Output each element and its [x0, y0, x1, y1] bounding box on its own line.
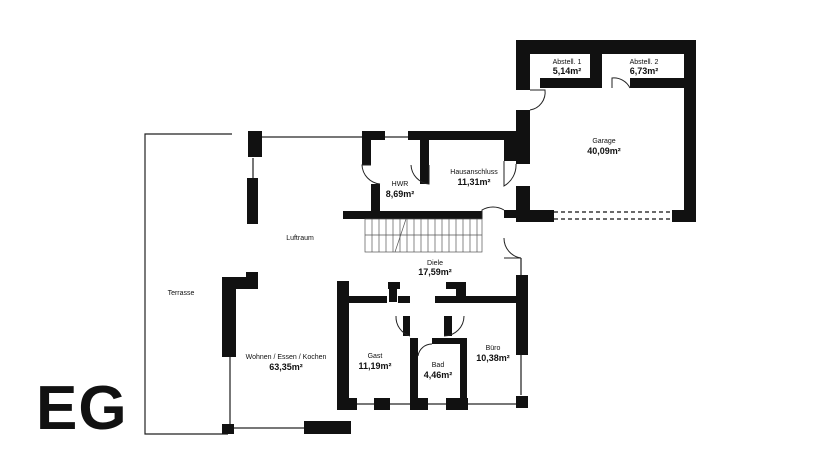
room-area-hausanschluss: 11,31m²	[457, 177, 490, 187]
room-area-bad: 4,46m²	[424, 370, 453, 380]
staircase	[364, 218, 483, 253]
room-name-garage: Garage	[592, 138, 615, 145]
room-name-bad: Bad	[432, 362, 445, 369]
floor-level-label: EG	[36, 374, 128, 443]
room-area-abstell2: 6,73m²	[630, 66, 659, 76]
room-name-hausanschluss: Hausanschluss	[450, 169, 498, 176]
room-name-terrasse: Terrasse	[168, 290, 195, 297]
room-area-garage: 40,09m²	[587, 146, 621, 156]
room-area-diele: 17,59m²	[418, 267, 452, 277]
room-name-hwr: HWR	[392, 181, 409, 188]
terrace	[144, 133, 232, 435]
walls	[222, 40, 696, 434]
room-name-wohnen: Wohnen / Essen / Kochen	[246, 354, 327, 361]
window-lines	[229, 136, 522, 429]
room-labels: Abstell. 1 5,14m² Abstell. 2 6,73m² Gara…	[168, 59, 659, 380]
room-name-diele: Diele	[427, 260, 443, 267]
door-swings	[361, 77, 631, 357]
room-area-gast: 11,19m²	[358, 361, 391, 371]
room-name-gast: Gast	[368, 353, 383, 360]
garage-door	[554, 211, 672, 220]
room-name-abstell2: Abstell. 2	[630, 59, 659, 66]
room-name-buero: Büro	[486, 345, 501, 352]
room-name-abstell1: Abstell. 1	[553, 59, 582, 66]
room-area-buero: 10,38m²	[476, 353, 510, 363]
room-area-abstell1: 5,14m²	[553, 66, 582, 76]
room-area-wohnen: 63,35m²	[269, 362, 303, 372]
room-area-hwr: 8,69m²	[386, 189, 415, 199]
room-name-luftraum: Luftraum	[286, 235, 314, 242]
